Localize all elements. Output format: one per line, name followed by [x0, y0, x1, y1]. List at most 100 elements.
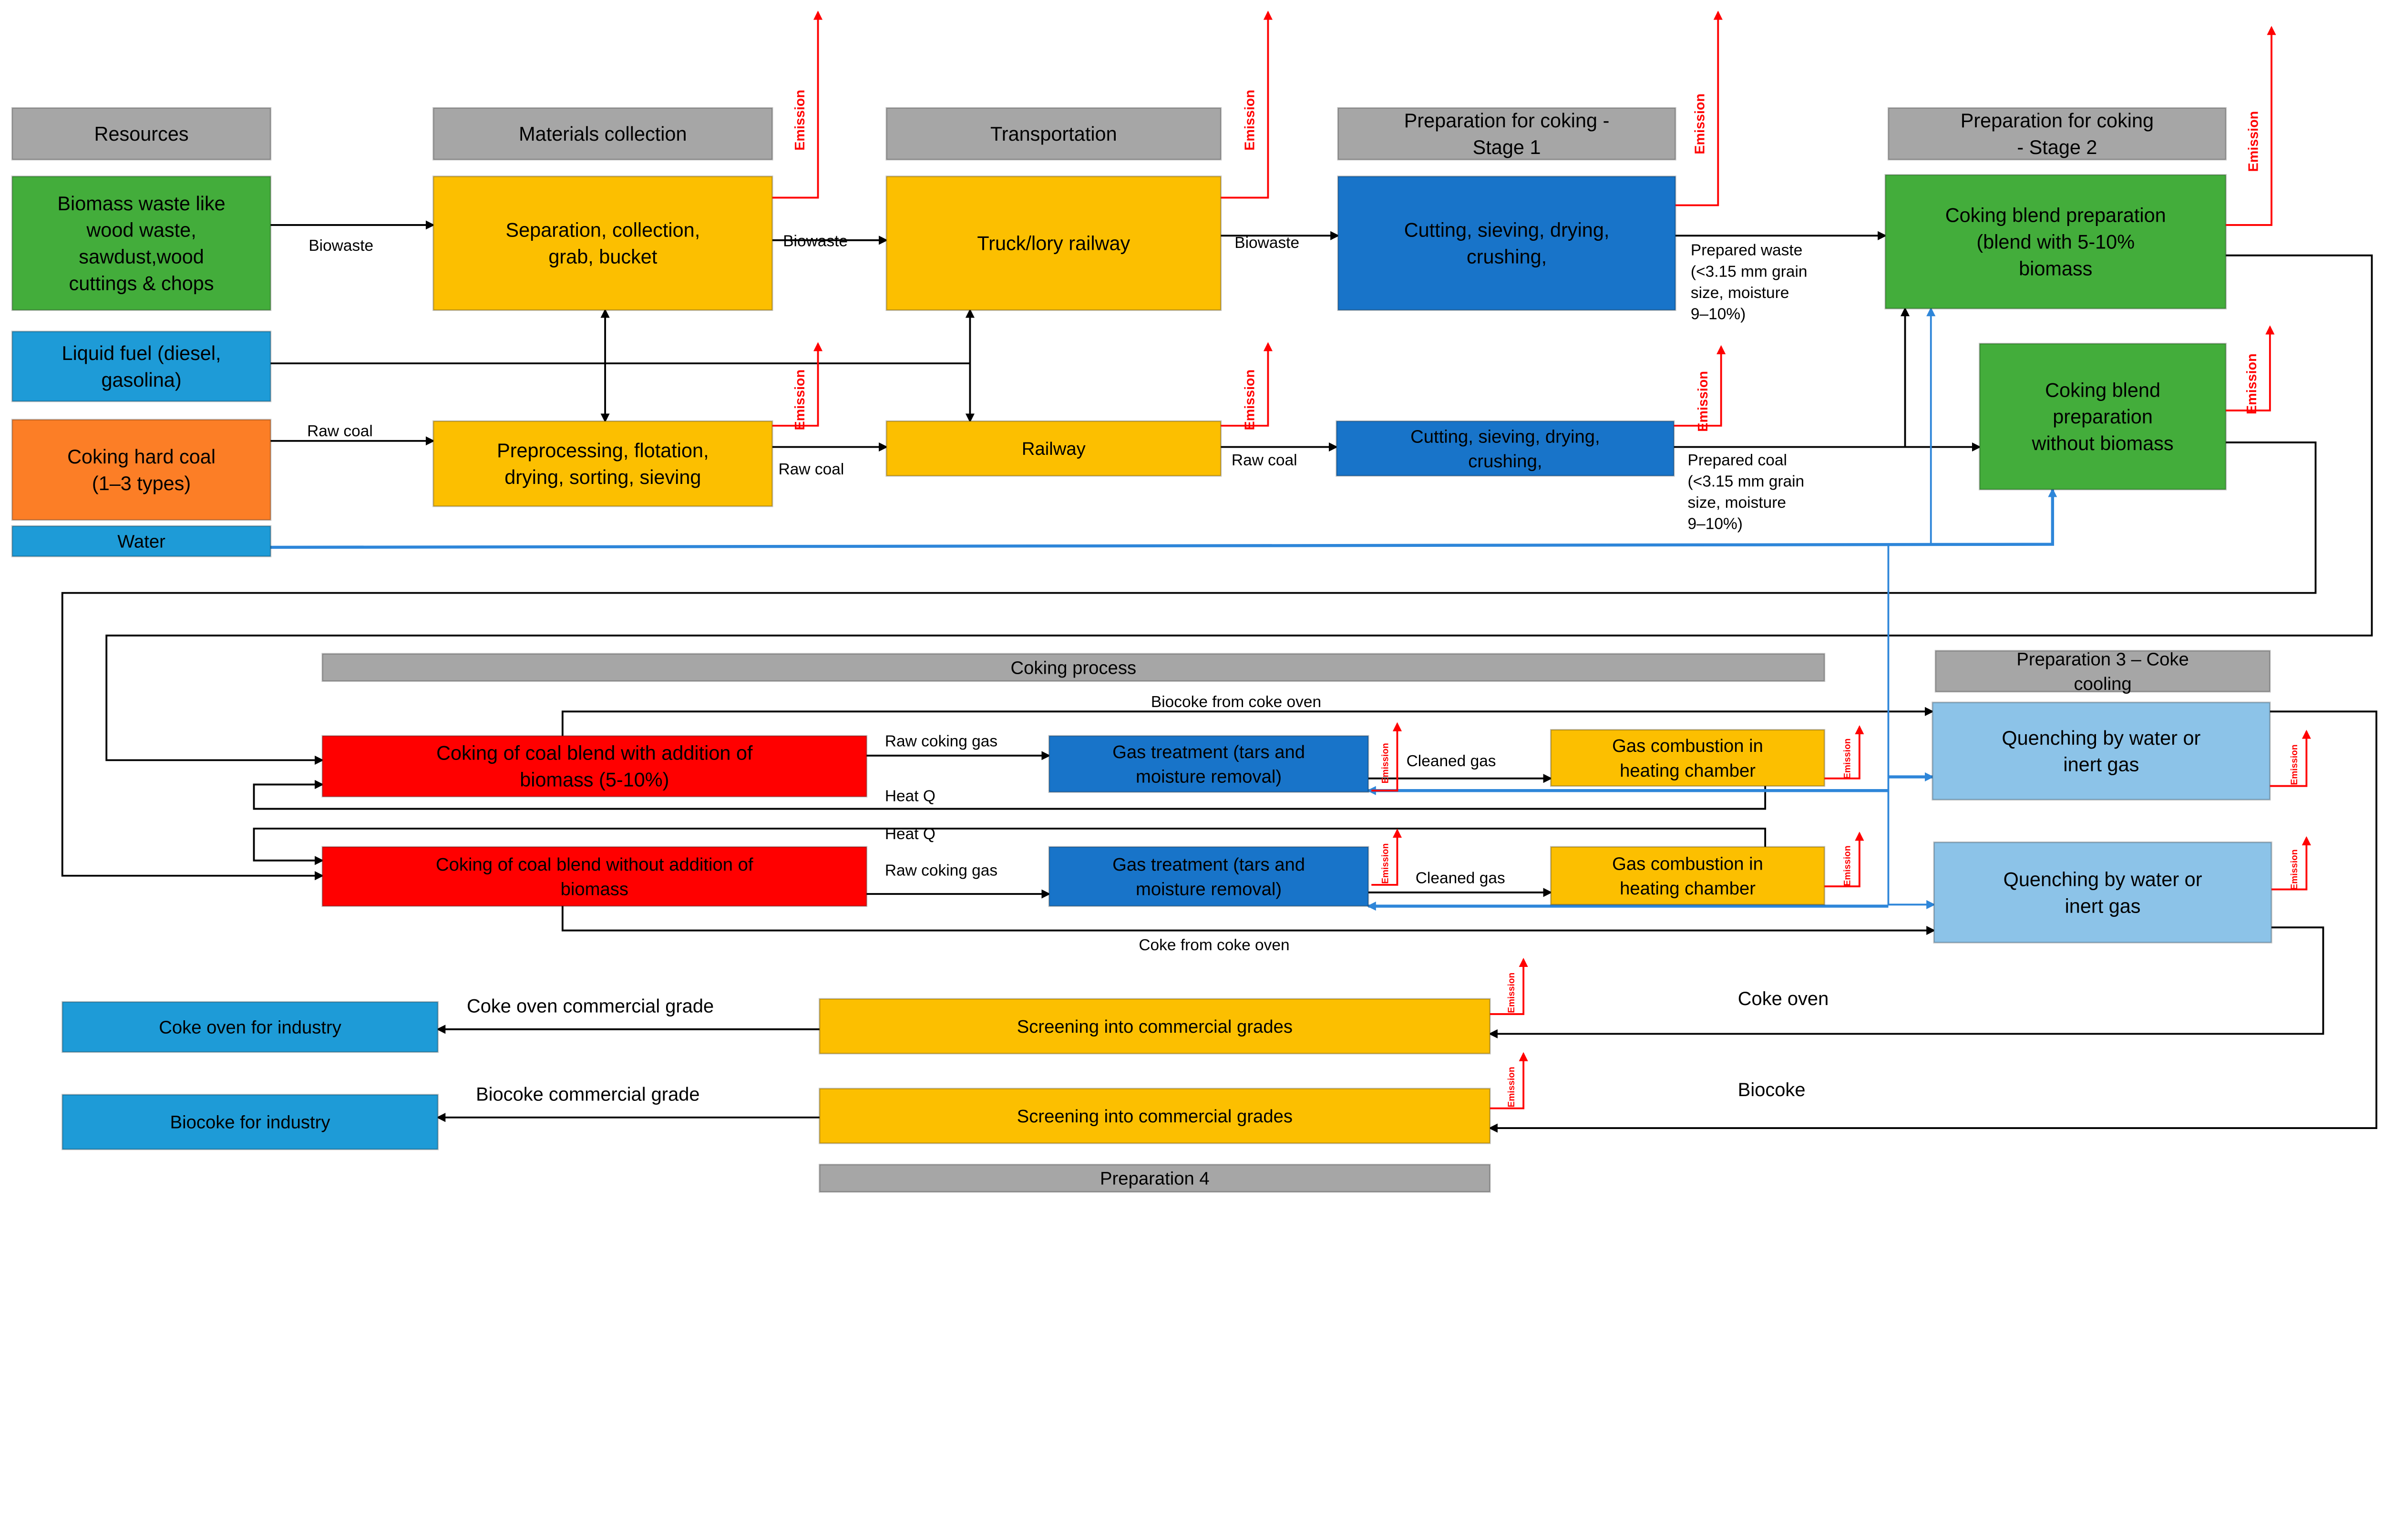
prep4-box: Preparation 4: [819, 1164, 1491, 1193]
box-text: heating chamber: [1620, 760, 1756, 781]
box-text: inert gas: [2063, 753, 2139, 776]
transport-box: Transportation: [885, 107, 1222, 161]
emission-arrow: [1490, 1052, 1528, 1109]
emission-arrow: [1371, 828, 1402, 886]
flow-arrow: [61, 441, 2317, 881]
box-text: Biocoke for industry: [170, 1112, 331, 1133]
box-shape: [819, 998, 1491, 1055]
flow-arrow: [561, 707, 1934, 736]
box-shape: [432, 175, 773, 311]
emission-label: Emission: [1380, 843, 1390, 884]
box-shape: [1934, 650, 2271, 693]
box-shape: [1884, 174, 2227, 309]
box-shape: [432, 107, 773, 161]
emission-arrow: [1824, 832, 1864, 887]
box-shape: [819, 1164, 1491, 1193]
emission-indicator: Emission: [772, 342, 823, 431]
flow-label-cleaned1: Cleaned gas: [1407, 752, 1496, 770]
box-shape: [1336, 420, 1675, 477]
emission-label: Emission: [792, 370, 808, 431]
box-shape: [62, 1001, 439, 1053]
coking1-box: Coking of coal blend with addition of bio…: [321, 735, 868, 798]
flow-arrow: [561, 906, 1936, 935]
screen1-box: Screening into commercial grades: [819, 998, 1491, 1055]
biocoke-industry-box: Biocoke for industry: [62, 1094, 439, 1150]
box-text: Preparation for coking -: [1404, 109, 1610, 132]
emission-indicator: Emission: [1824, 725, 1864, 780]
coking-box: Coking process: [321, 653, 1826, 682]
flow-label-biocoke-oven: Biocoke from coke oven: [1151, 693, 1321, 711]
flow-label-heat1: Heat Q: [885, 787, 935, 805]
flow-label-prepared-waste: (<3.15 mm grain: [1691, 263, 1808, 280]
emission-indicator: Emission: [1675, 10, 1723, 206]
flow-label-biocoke-grade: Biocoke commercial grade: [476, 1084, 699, 1105]
box-text: Quenching by water or: [2002, 727, 2200, 749]
flow-label-prepared-coal: Prepared coal: [1688, 452, 1787, 469]
flow-label-prepared-coal: size, moisture: [1688, 494, 1786, 512]
box-text: Preparation for coking: [1961, 109, 2154, 132]
box-shape: [11, 419, 272, 521]
flow-label-biowaste2: Biowaste: [783, 233, 848, 250]
flow-arrow: [1488, 710, 2377, 1133]
box-shape: [321, 846, 868, 907]
emission-label: Emission: [792, 90, 808, 151]
railway-box: Railway: [885, 420, 1222, 477]
box-text: sawdust,wood: [79, 246, 204, 268]
emission-label: Emission: [1507, 1067, 1517, 1107]
box-text: Coking blend preparation: [1945, 204, 2166, 226]
box-text: biomass (5-10%): [520, 769, 669, 791]
flow-label-cleaned2: Cleaned gas: [1416, 870, 1505, 887]
cutting2-box: Cutting, sieving, drying,crushing,: [1336, 420, 1675, 477]
box-shape: [885, 175, 1222, 311]
box-text: Quenching by water or: [2004, 868, 2202, 890]
coal-box: Coking hard coal(1–3 types): [11, 419, 272, 521]
box-text: Coking of coal blend with addition of: [436, 742, 753, 764]
box-text: biomass: [2019, 257, 2092, 279]
prep1-box: Preparation for coking -Stage 1: [1337, 107, 1676, 161]
emission-indicator: Emission: [1371, 722, 1402, 792]
emission-label: Emission: [1507, 973, 1517, 1013]
box-text: Gas treatment (tars and: [1112, 742, 1305, 762]
box-text: Biomass waste like: [57, 192, 225, 215]
box-text: Screening into commercial grades: [1017, 1016, 1293, 1037]
box-shape: [62, 1094, 439, 1150]
emission-indicator: Emission: [1824, 832, 1864, 887]
flow-label-rawgas1: Raw coking gas: [885, 733, 997, 750]
emission-indicator: Emission: [1490, 1052, 1528, 1109]
flow-label-coke-grade: Coke oven commercial grade: [467, 996, 714, 1017]
box-text: Preprocessing, flotation,: [497, 439, 709, 462]
emission-arrow: [1221, 10, 1273, 199]
box-text: biomass: [561, 879, 628, 900]
connectors: [61, 220, 2377, 1133]
emission-arrow: [1824, 725, 1864, 780]
box-text: without biomass: [2032, 432, 2174, 454]
emission-label: Emission: [2290, 744, 2300, 785]
emission-label: Emission: [1696, 371, 1711, 432]
emission-arrow: [1674, 345, 1726, 427]
emission-label: Emission: [1243, 90, 1258, 151]
separation-box: Separation, collection,grab, bucket: [432, 175, 773, 311]
flow-label-biowaste1: Biowaste: [308, 237, 373, 255]
box-text: Gas combustion in: [1612, 853, 1763, 874]
box-text: (blend with 5-10%: [1976, 231, 2135, 253]
box-text: Gas treatment (tars and: [1112, 854, 1305, 875]
flow-label-biocoke-in: Biocoke: [1738, 1079, 1806, 1100]
box-text: Preparation 3 – Coke: [2016, 649, 2189, 669]
water-box: Water: [11, 525, 272, 557]
box-text: grab, bucket: [548, 246, 658, 268]
box-text: drying, sorting, sieving: [504, 466, 701, 488]
flow-arrow: [105, 254, 2373, 765]
box-shape: [321, 735, 868, 798]
flow-label-prepared-coal: (<3.15 mm grain: [1688, 472, 1805, 490]
box-text: - Stage 2: [2017, 136, 2097, 158]
flow-label-prepared-waste: 9–10%): [1691, 306, 1746, 323]
box-text: (1–3 types): [92, 472, 191, 494]
coke-industry-box: Coke oven for industry: [62, 1001, 439, 1053]
box-text: Preparation 4: [1100, 1169, 1210, 1189]
